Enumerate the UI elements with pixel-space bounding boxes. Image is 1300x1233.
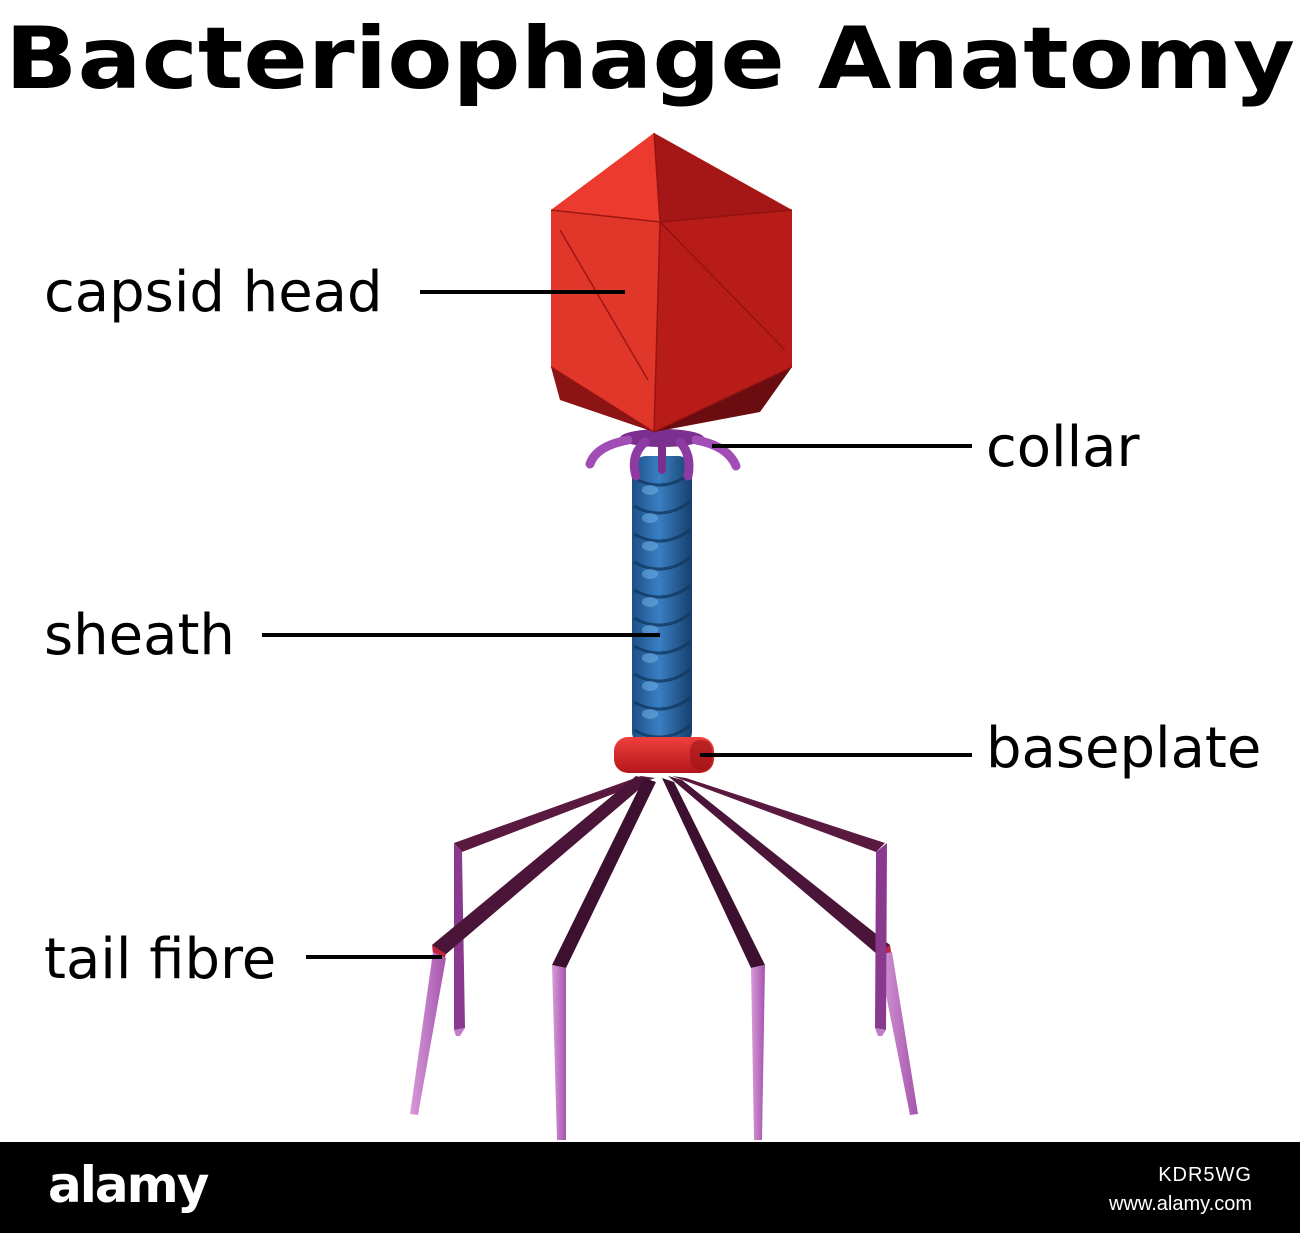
site-url: www.alamy.com [1109,1193,1252,1215]
tail-fibre-inner-left [410,776,650,1115]
sheath [632,456,692,746]
label-capsid-head: capsid head [44,260,383,325]
footer-bar [0,1142,1300,1233]
footer-image-info: KDR5WG www.alamy.com [1109,1164,1252,1216]
tail-fibre-center-right [662,778,765,1140]
label-collar: collar [986,415,1140,480]
tail-fibres [410,776,918,1140]
tail-fibre-outer-right [672,776,887,1036]
alamy-logo: alamy [48,1156,209,1214]
label-tail-fibre: tail fibre [44,927,276,992]
label-baseplate: baseplate [986,716,1261,781]
image-code: KDR5WG [1158,1164,1252,1186]
label-sheath: sheath [44,603,235,668]
diagram-title: Bacteriophage Anatomy [5,9,1295,109]
baseplate [614,737,714,773]
collar [585,429,741,481]
tail-fibre-center-left [552,778,656,1140]
capsid-head [550,132,793,433]
